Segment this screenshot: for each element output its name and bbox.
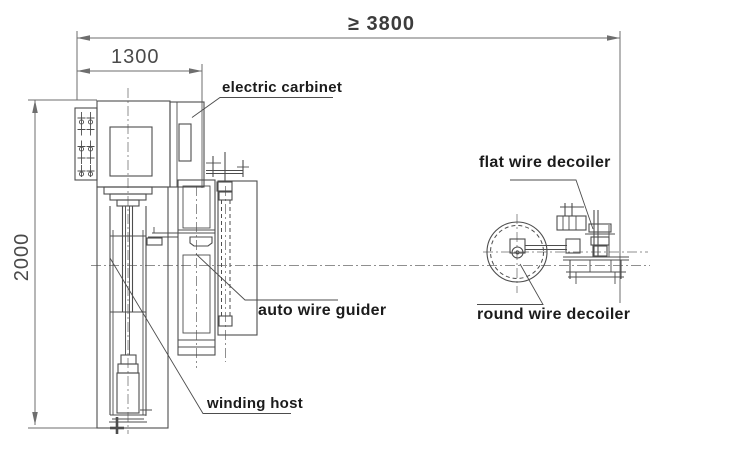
- winding-host-drawing: [96, 100, 204, 434]
- bolt-panel: [74, 107, 98, 181]
- dimension-2000: [28, 99, 97, 429]
- electric-cabinet-drawing: [169, 101, 205, 188]
- dimension-3800: [76, 31, 621, 303]
- dimension-1300: [77, 64, 203, 188]
- dim-2000-text: 2000: [11, 232, 33, 282]
- flat-wire-decoiler-drawing: [556, 203, 587, 231]
- dim-3800-text: ≥ 3800: [348, 13, 416, 35]
- label-electric-cabinet: electric carbinet: [222, 79, 343, 96]
- auto-wire-guider-drawing: [146, 152, 258, 356]
- label-flat-wire-decoiler: flat wire decoiler: [479, 154, 611, 171]
- label-winding-host: winding host: [207, 395, 304, 412]
- round-wire-decoiler-drawing: [486, 221, 581, 283]
- leader-lines: [109, 97, 594, 414]
- centerlines: [91, 88, 650, 434]
- dim-1300-text: 1300: [111, 46, 160, 68]
- label-auto-wire-guider: auto wire guider: [258, 302, 387, 319]
- decoiler-stand-drawing: [563, 210, 629, 284]
- label-round-wire-decoiler: round wire decoiler: [477, 306, 631, 323]
